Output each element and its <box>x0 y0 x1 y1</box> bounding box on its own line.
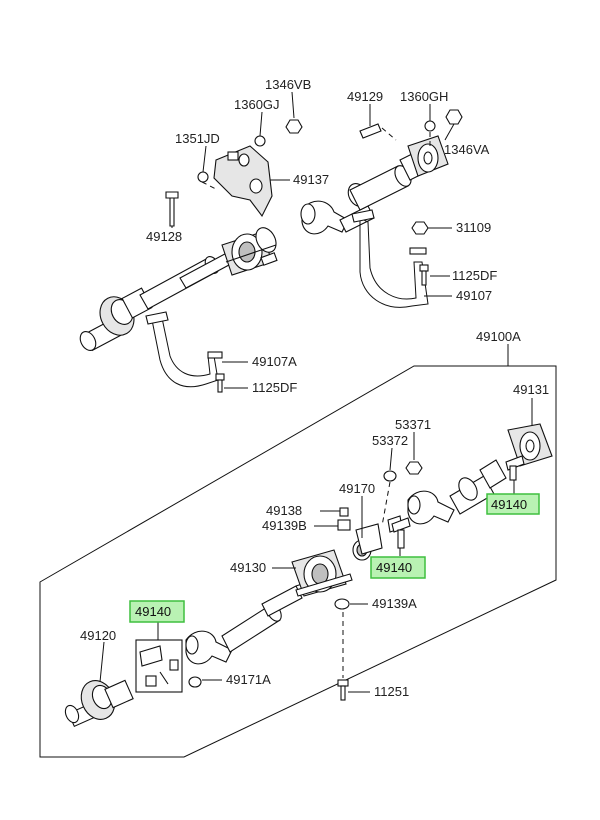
bolt-1125DF-top <box>419 264 429 286</box>
label-49120: 49120 <box>80 628 116 643</box>
label-1125DF-mid: 1125DF <box>252 380 297 395</box>
washer-53372 <box>383 470 397 482</box>
bolt-49138 <box>339 507 349 517</box>
washer-1351JD <box>197 171 209 183</box>
label-1360GH: 1360GH <box>400 89 448 104</box>
label-49129: 49129 <box>347 89 383 104</box>
front-flange-upper <box>79 287 153 352</box>
label-49139B: 49139B <box>262 518 307 533</box>
label-49131: 49131 <box>513 382 549 397</box>
washer-49139B <box>337 519 351 531</box>
highlight-49140-front[interactable]: 49140 <box>129 600 185 623</box>
highlight-label-middle: 49140 <box>376 560 412 575</box>
highlight-49140-rear[interactable]: 49140 <box>486 493 540 515</box>
front-flange-lower <box>64 679 134 728</box>
bolt-1125DF-mid <box>215 373 225 393</box>
bolt-49128 <box>165 191 179 227</box>
nut-1346VA <box>445 109 463 125</box>
highlighted-part-labels: 49140 49140 49140 <box>129 493 540 623</box>
highlight-label-front: 49140 <box>135 604 171 619</box>
upper-shaft-assembly <box>79 109 463 393</box>
label-49139A: 49139A <box>372 596 417 611</box>
label-31109: 31109 <box>456 220 491 235</box>
lower-shaft-assembly <box>64 423 553 728</box>
universal-joint-kit-lower <box>135 639 183 693</box>
front-yoke-lower <box>185 630 233 665</box>
label-1360GJ: 1360GJ <box>234 97 280 112</box>
part-labels: 1346VB 1360GJ 49129 1360GH 1346VA 1351JD… <box>80 77 549 699</box>
label-49138: 49138 <box>266 503 302 518</box>
universal-joint-rear <box>505 455 525 481</box>
label-49171A: 49171A <box>226 672 271 687</box>
bolt-49129 <box>359 123 382 139</box>
washer-1360GJ <box>254 135 266 147</box>
center-bearing-lower <box>291 549 353 597</box>
label-1125DF-top: 1125DF <box>452 268 497 283</box>
label-11251: 11251 <box>374 684 409 699</box>
washer-49139A <box>334 598 350 610</box>
nut-1346VB <box>285 119 303 134</box>
highlight-49140-middle[interactable]: 49140 <box>370 556 426 579</box>
oring-49171A <box>188 676 202 688</box>
rear-flange-upper <box>407 135 449 177</box>
leader-lines <box>99 91 533 693</box>
strap-49107A <box>145 311 223 388</box>
label-53371: 53371 <box>395 417 431 432</box>
assembly-frame <box>39 365 557 758</box>
strap-49107 <box>351 209 429 308</box>
label-49107: 49107 <box>456 288 492 303</box>
support-bracket <box>213 145 273 218</box>
universal-joint-middle <box>391 517 411 549</box>
label-49107A: 49107A <box>252 354 297 369</box>
label-1346VB: 1346VB <box>265 77 311 92</box>
label-49170: 49170 <box>339 481 375 496</box>
label-49137: 49137 <box>293 172 329 187</box>
nut-53371 <box>405 461 423 475</box>
label-49100A: 49100A <box>476 329 521 344</box>
shaft-tube-lower <box>221 583 303 653</box>
label-1351JD: 1351JD <box>175 131 220 146</box>
highlight-label-rear: 49140 <box>491 497 527 512</box>
nut-31109 <box>411 221 429 235</box>
washer-1360GH <box>424 120 436 132</box>
bolt-11251 <box>337 679 349 701</box>
label-49130: 49130 <box>230 560 266 575</box>
label-1346VA: 1346VA <box>444 142 490 157</box>
rear-flange-lower <box>507 423 553 467</box>
label-53372: 53372 <box>372 433 408 448</box>
center-bearing-upper <box>221 227 278 276</box>
rear-shaft-lower <box>407 459 507 525</box>
label-49128: 49128 <box>146 229 182 244</box>
